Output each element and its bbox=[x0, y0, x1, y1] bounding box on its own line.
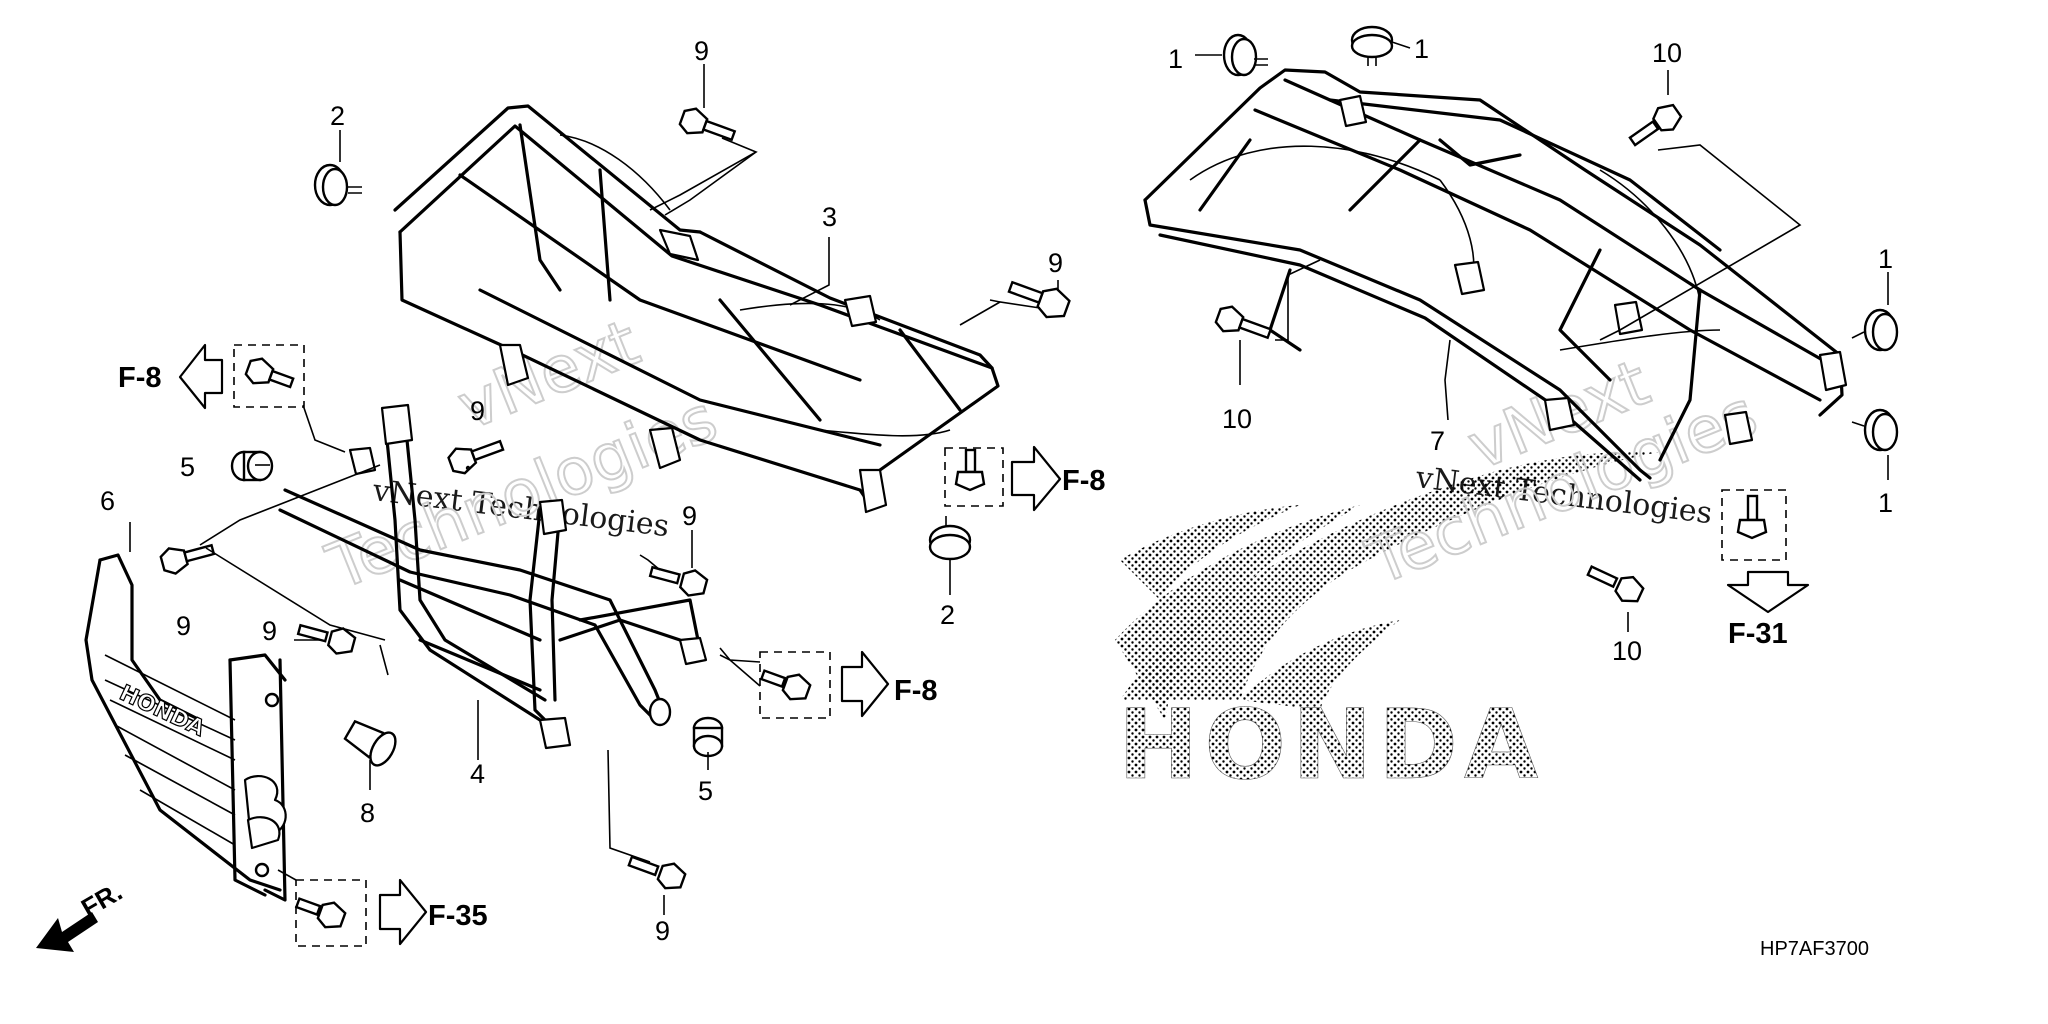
flange-bolt bbox=[159, 103, 1683, 890]
part-number-9: 9 bbox=[262, 616, 277, 646]
front-direction-arrow-icon: FR. bbox=[36, 876, 127, 952]
part-number-9: 9 bbox=[655, 916, 670, 946]
part-number-4: 4 bbox=[470, 759, 485, 789]
reference-f31: F-31 bbox=[1728, 618, 1788, 650]
part-number-2: 2 bbox=[330, 101, 345, 131]
part-number-1: 1 bbox=[1414, 34, 1429, 64]
reference-labels: F-8 F-8 F-8 F-31 F-35 bbox=[118, 362, 1788, 932]
front-carrier bbox=[393, 104, 1000, 514]
honda-wing-logo: HONDA bbox=[1115, 451, 1660, 801]
part-number-2: 2 bbox=[940, 600, 955, 630]
part-number-9: 9 bbox=[470, 396, 485, 426]
reference-arrow bbox=[178, 343, 1810, 946]
honda-logo-text: HONDA bbox=[1118, 689, 1544, 801]
part-number-1: 1 bbox=[1878, 488, 1893, 518]
push-rivet bbox=[343, 719, 397, 767]
part-number-1: 1 bbox=[1168, 44, 1183, 74]
part-number-9: 9 bbox=[682, 501, 697, 531]
reference-f8: F-8 bbox=[118, 362, 162, 394]
front-bumper bbox=[278, 403, 708, 750]
part-number-10: 10 bbox=[1652, 38, 1682, 68]
diagram-code: HP7AF3700 bbox=[1760, 938, 1869, 960]
reference-f8: F-8 bbox=[894, 675, 938, 707]
part-number-8: 8 bbox=[360, 798, 375, 828]
part-number-9: 9 bbox=[694, 36, 709, 66]
part-number-6: 6 bbox=[100, 486, 115, 516]
rubber-cushion bbox=[313, 25, 1899, 561]
reference-f8: F-8 bbox=[1062, 465, 1106, 497]
part-number-7: 7 bbox=[1430, 426, 1445, 456]
reference-f35: F-35 bbox=[428, 900, 488, 932]
front-label: FR. bbox=[76, 876, 127, 923]
leader-lines bbox=[129, 41, 1889, 915]
part-number-9: 9 bbox=[176, 611, 191, 641]
reference-box bbox=[233, 344, 1787, 947]
part-number-3: 3 bbox=[822, 202, 837, 232]
collar bbox=[230, 450, 724, 758]
part-number-10: 10 bbox=[1612, 636, 1642, 666]
rear-carrier bbox=[1143, 68, 1848, 482]
part-number-labels: 1 1 1 1 2 2 3 4 5 5 6 7 8 9 9 9 9 9 9 9 … bbox=[100, 34, 1893, 946]
part-number-5: 5 bbox=[698, 776, 713, 806]
part-number-10: 10 bbox=[1222, 404, 1252, 434]
front-guard: HONDA bbox=[84, 553, 287, 902]
part-number-1: 1 bbox=[1878, 244, 1893, 274]
part-number-5: 5 bbox=[180, 452, 195, 482]
part-number-9: 9 bbox=[1048, 248, 1063, 278]
